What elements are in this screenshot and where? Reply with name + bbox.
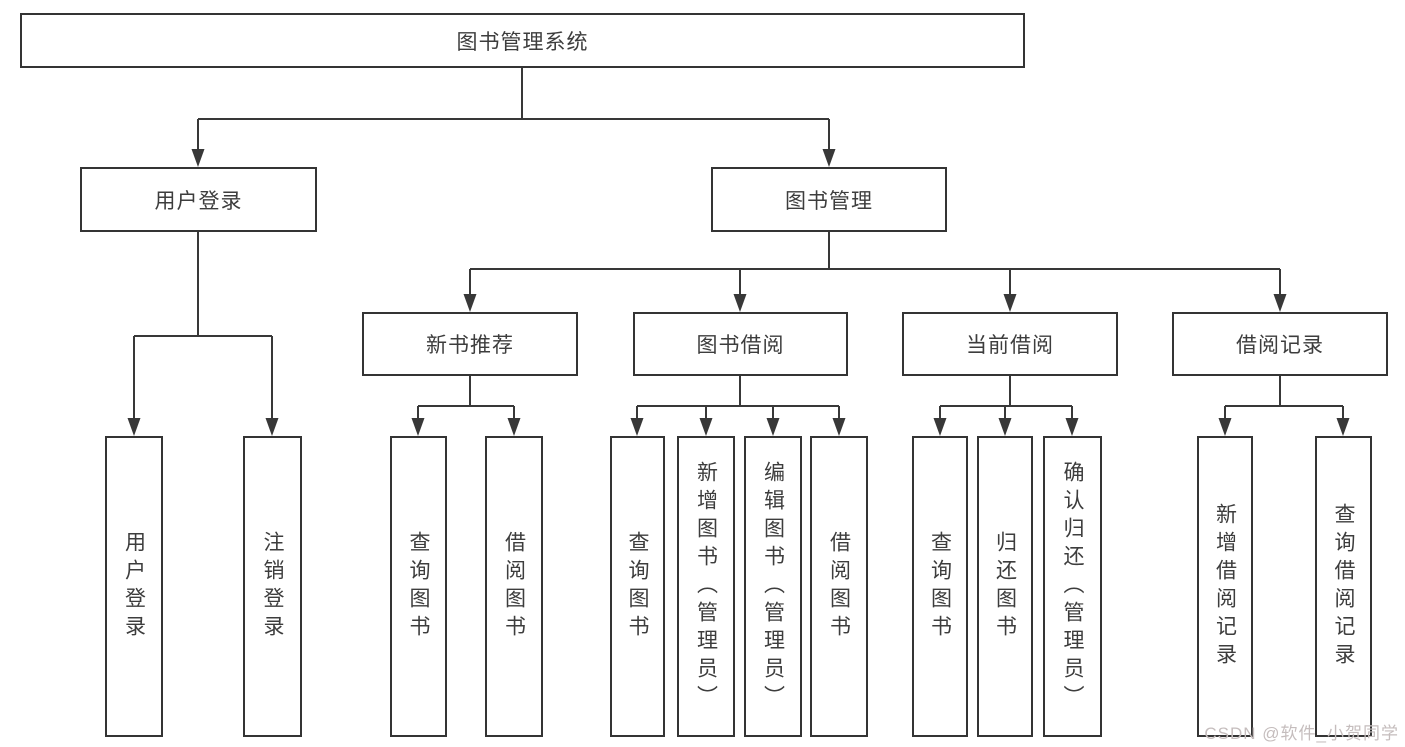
- leaf-query-books: 查询图书: [390, 436, 447, 737]
- node-label: 图书借阅: [696, 334, 785, 357]
- node-label: 注销登录: [261, 530, 284, 643]
- node-library-management-system: 图书管理系统: [20, 13, 1025, 68]
- node-label: 查询图书: [407, 530, 430, 643]
- leaf-query-books: 查询图书: [610, 436, 665, 737]
- csdn-watermark: CSDN @软件_小贺同学: [1204, 724, 1399, 743]
- leaf-add-borrow-record: 新增借阅记录: [1197, 436, 1253, 737]
- node-book-borrowing: 图书借阅: [633, 312, 848, 376]
- leaf-return-books: 归还图书: [977, 436, 1033, 737]
- leaf-confirm-return-admin: 确认归还（管理员）: [1043, 436, 1102, 737]
- node-label: 借阅图书: [827, 530, 851, 643]
- node-label: 编辑图书（管理员）: [761, 460, 785, 713]
- leaf-borrow-books: 借阅图书: [810, 436, 868, 737]
- node-user-login: 用户登录: [80, 167, 317, 232]
- node-label: 查询图书: [928, 530, 952, 643]
- node-label: 借阅图书: [502, 530, 526, 643]
- node-label: 用户登录: [122, 530, 146, 643]
- node-label: 图书管理: [785, 189, 873, 213]
- node-label: 查询图书: [626, 530, 649, 643]
- node-new-book-recommend: 新书推荐: [362, 312, 578, 376]
- node-book-management: 图书管理: [711, 167, 947, 232]
- node-label: 归还图书: [993, 530, 1017, 643]
- node-label: 图书管理系统: [456, 30, 589, 54]
- node-label: 查询借阅记录: [1332, 502, 1355, 671]
- node-current-borrowing: 当前借阅: [902, 312, 1118, 376]
- node-label: 新增图书（管理员）: [694, 460, 718, 713]
- leaf-logout: 注销登录: [243, 436, 302, 737]
- leaf-borrow-books: 借阅图书: [485, 436, 543, 737]
- leaf-user-login: 用户登录: [105, 436, 163, 737]
- leaf-edit-books-admin: 编辑图书（管理员）: [744, 436, 802, 737]
- node-label: 借阅记录: [1236, 334, 1324, 357]
- leaf-query-borrow-record: 查询借阅记录: [1315, 436, 1372, 737]
- node-label: 用户登录: [154, 189, 243, 213]
- node-label: 新书推荐: [426, 334, 514, 357]
- node-label: 确认归还（管理员）: [1061, 460, 1084, 713]
- node-label: 当前借阅: [966, 334, 1054, 357]
- leaf-query-books: 查询图书: [912, 436, 968, 737]
- node-borrowing-records: 借阅记录: [1172, 312, 1388, 376]
- leaf-add-books-admin: 新增图书（管理员）: [677, 436, 735, 737]
- node-label: 新增借阅记录: [1213, 502, 1237, 671]
